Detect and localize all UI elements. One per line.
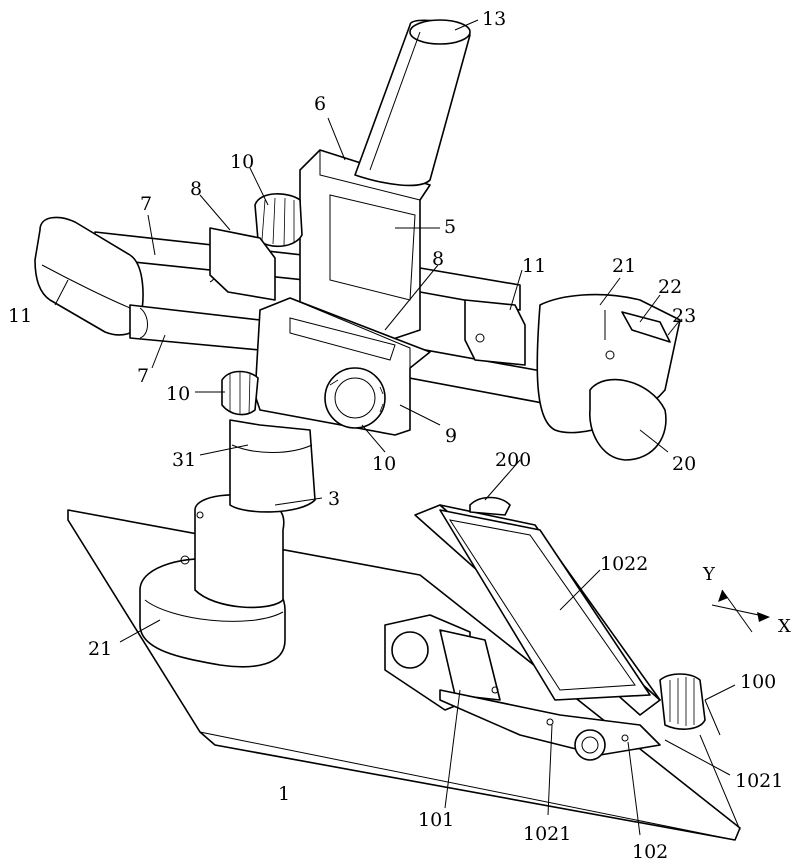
ref-label-102: 102 [632,841,668,863]
ref-label-3: 3 [328,488,340,510]
ref-label-10-front: 10 [372,453,396,475]
ref-label-10-left: 10 [166,383,190,405]
ref-label-8-front: 8 [432,248,444,270]
ref-label-100: 100 [740,671,776,693]
ref-label-23: 23 [672,305,696,327]
knob-front [325,368,385,428]
right-sleeve [465,300,525,365]
ref-label-11-right: 11 [522,255,546,277]
axis-label-y: Y [702,564,716,585]
ref-label-31: 31 [172,449,196,471]
ref-label-9: 9 [445,425,457,447]
ref-label-22: 22 [658,276,682,298]
ref-label-1: 1 [278,783,290,805]
ref-label-1022: 1022 [600,553,648,575]
ref-label-1021-right: 1021 [735,770,783,792]
ref-label-21-upper: 21 [612,255,636,277]
ref-label-20: 20 [672,453,696,475]
ref-label-7-back: 7 [140,193,152,215]
ref-label-8-back: 8 [190,178,202,200]
axis-indicator: Y X [702,564,791,637]
ref-label-7-front: 7 [137,365,149,387]
ref-label-1021-bottom: 1021 [523,823,571,845]
ref-label-101: 101 [418,809,454,831]
axis-label-x: X [778,616,791,637]
ref-label-200: 200 [495,449,531,471]
ref-label-13: 13 [482,8,506,30]
eyepiece-tube [355,20,470,185]
ref-label-11-left: 11 [8,305,32,327]
ref-label-5: 5 [444,216,456,238]
camera-body [537,295,680,460]
ref-label-6: 6 [314,93,326,115]
knob-left [222,372,258,416]
knob-upper [255,194,302,246]
ref-label-10-upper: 10 [230,151,254,173]
ref-label-21-lower: 21 [88,638,112,660]
